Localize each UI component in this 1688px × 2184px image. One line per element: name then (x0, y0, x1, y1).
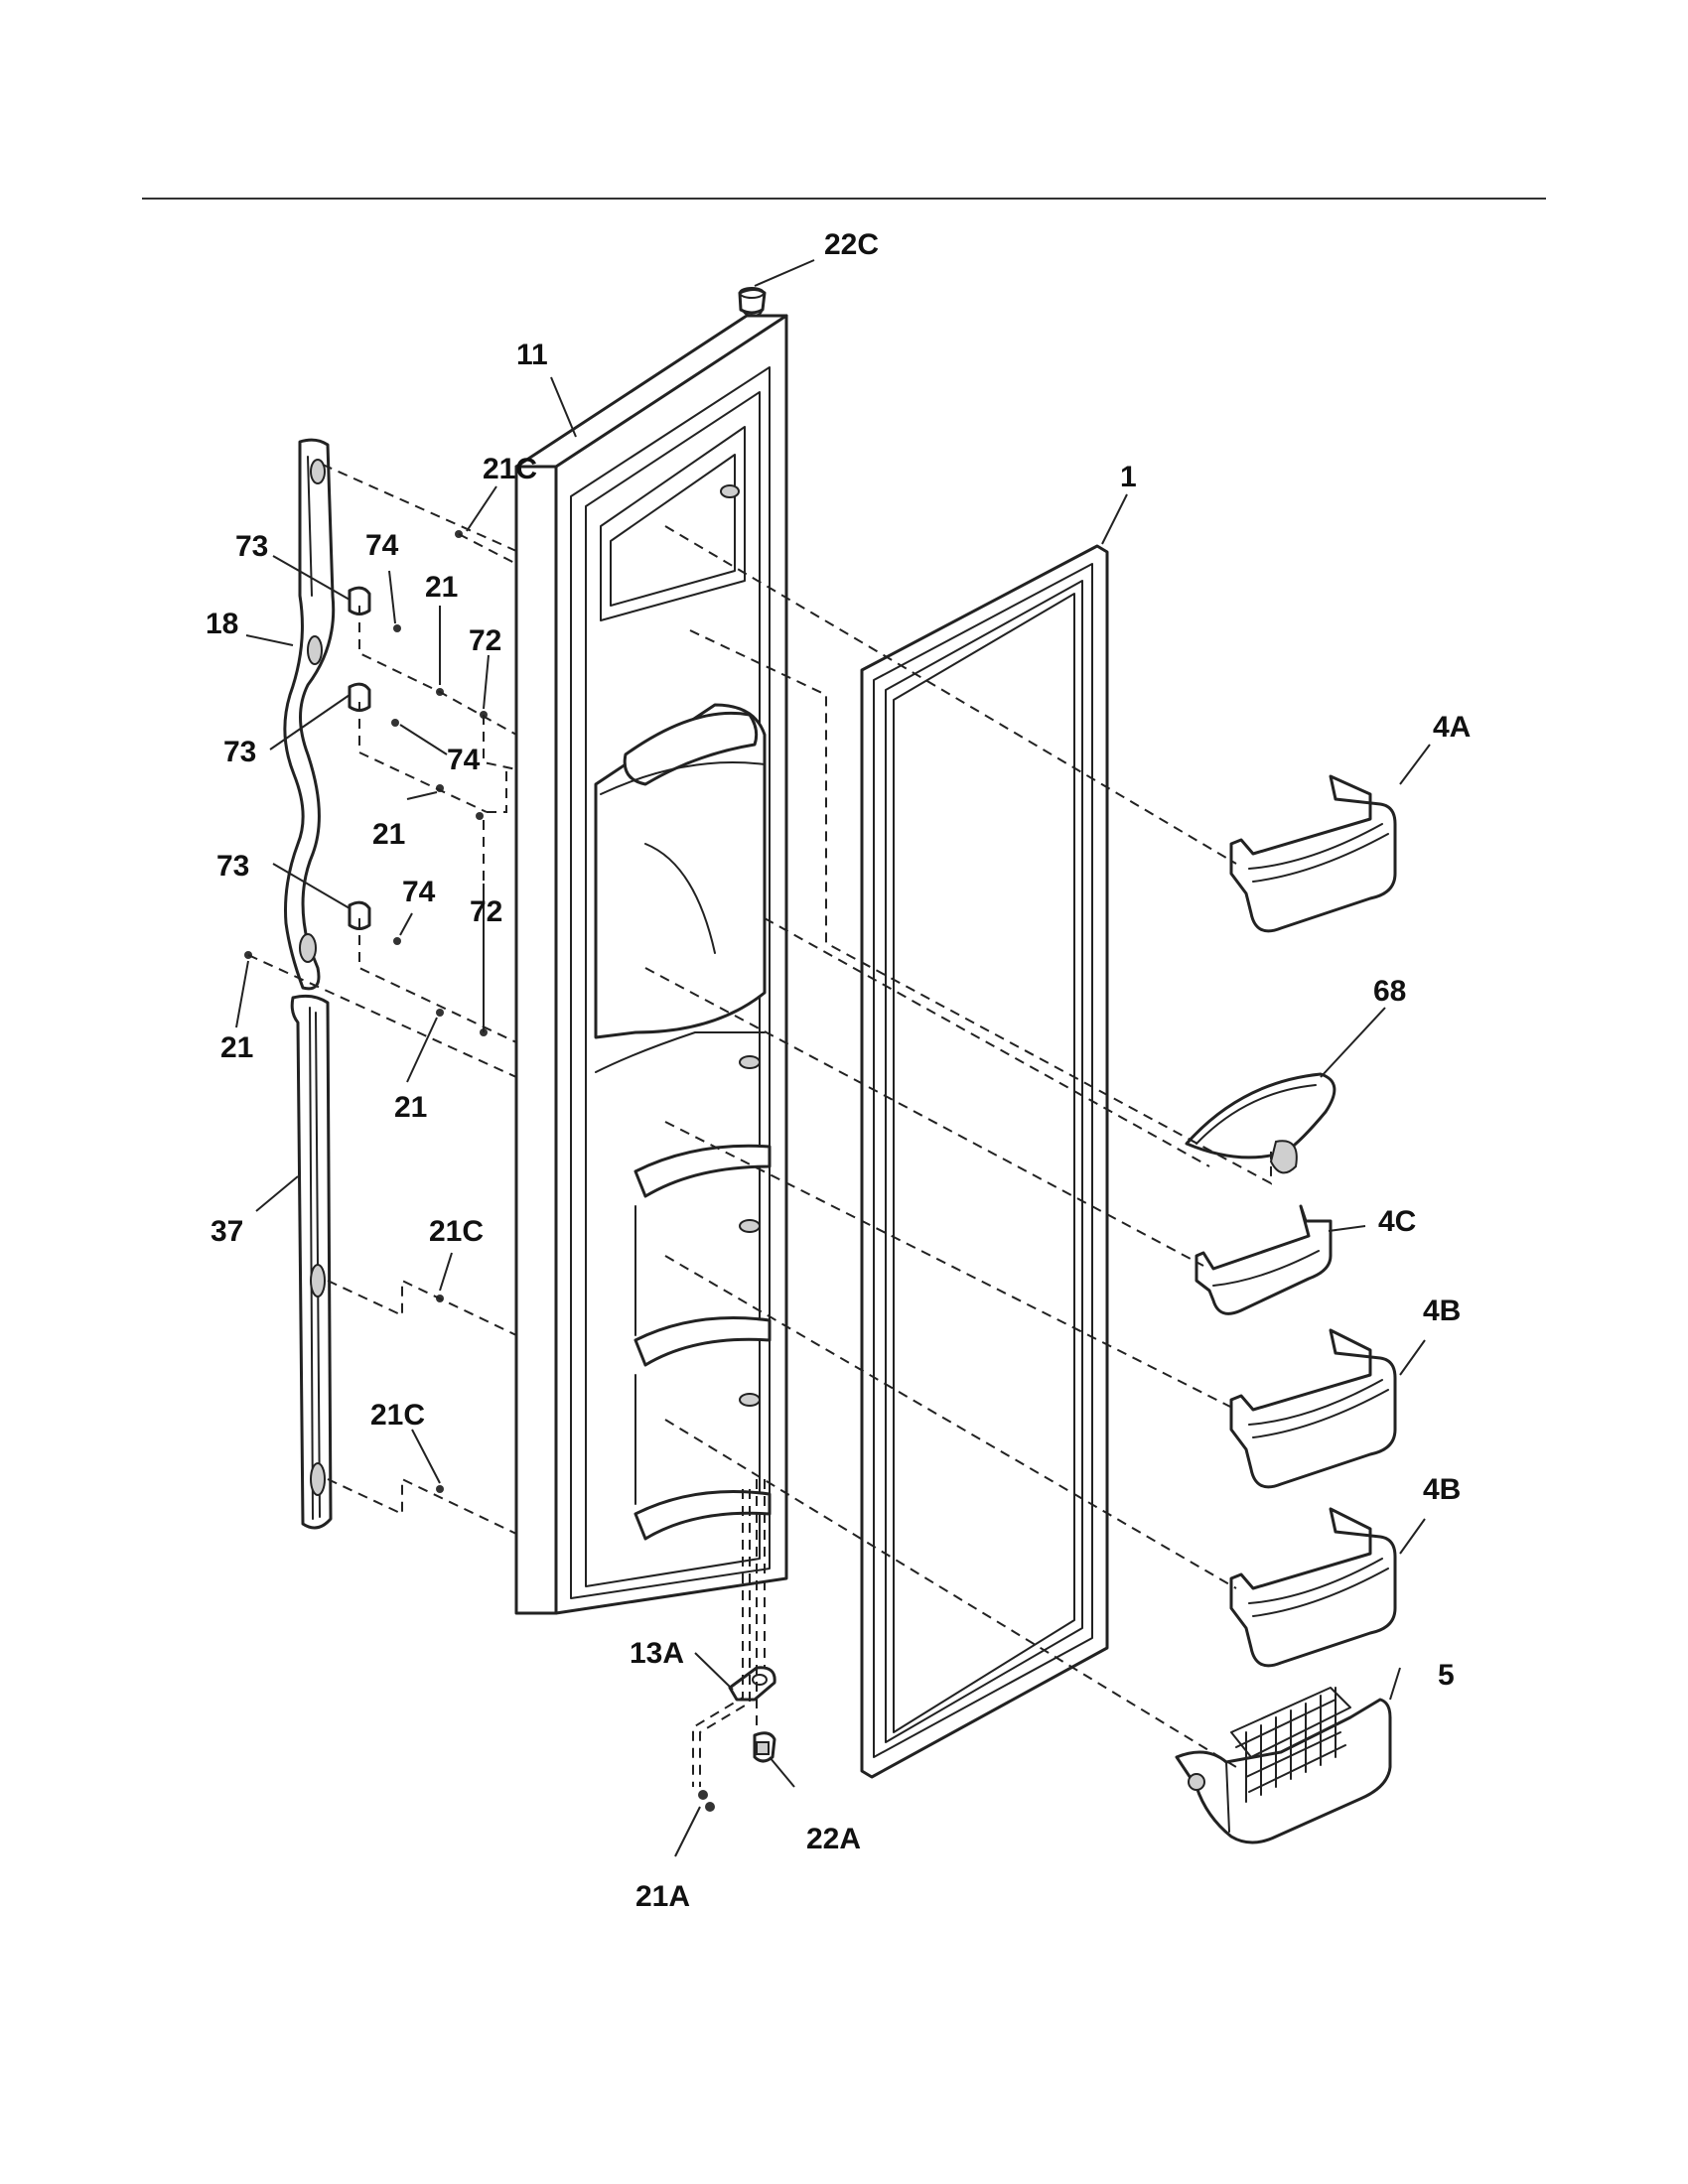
callout-73-a: 73 (235, 530, 268, 563)
leader-lines (235, 259, 1431, 1857)
door-bin-4b-upper (1229, 1328, 1397, 1489)
ice-chute-68 (1185, 1072, 1336, 1174)
callout-21c-top: 21C (483, 453, 537, 485)
bushing-22a (753, 1731, 776, 1763)
callout-21-a: 21 (425, 571, 458, 604)
callout-5: 5 (1438, 1659, 1455, 1692)
callout-21c-mid: 21C (429, 1215, 484, 1248)
top-hinge-plug-22c (738, 287, 767, 315)
callout-21-c: 21 (220, 1031, 253, 1064)
callout-21-d: 21 (394, 1091, 427, 1124)
door-bin-4b-lower (1229, 1507, 1397, 1668)
door-bin-4a (1229, 774, 1397, 933)
door-gasket (860, 544, 1109, 1779)
bottom-hinge-13a (728, 1666, 776, 1702)
callout-74-b: 74 (447, 744, 481, 776)
callout-72-b: 72 (470, 895, 502, 928)
callout-labels: 22C 11 21C 1 73 74 21 72 18 4A 73 74 21 … (206, 228, 1471, 1913)
callout-1: 1 (1120, 461, 1137, 493)
callout-4b-a: 4B (1423, 1295, 1461, 1327)
callout-11: 11 (516, 339, 548, 371)
callout-73-b: 73 (223, 736, 256, 768)
callout-72-a: 72 (469, 624, 501, 657)
assembly-lines (247, 464, 1272, 1787)
callout-74-c: 74 (402, 876, 436, 908)
callout-13a: 13A (630, 1637, 684, 1670)
callout-21c-bot: 21C (370, 1399, 425, 1432)
callout-22a: 22A (806, 1823, 861, 1855)
door-assembly (514, 305, 788, 1615)
callout-37: 37 (211, 1215, 243, 1248)
callout-74-a: 74 (365, 529, 399, 562)
callout-4a: 4A (1433, 711, 1471, 744)
door-bin-4c (1195, 1204, 1333, 1315)
callout-4c: 4C (1378, 1205, 1416, 1238)
handle-spacers (244, 530, 488, 1493)
handle-lower (290, 994, 333, 1530)
callout-21-b: 21 (372, 818, 405, 851)
callout-18: 18 (206, 608, 238, 640)
callout-4b-b: 4B (1423, 1473, 1461, 1506)
callout-73-c: 73 (216, 850, 249, 883)
callout-21a: 21A (635, 1880, 690, 1913)
screw-21a (698, 1790, 715, 1812)
callout-68: 68 (1373, 975, 1406, 1008)
callout-22c-top: 22C (824, 228, 879, 261)
handle-upper (283, 438, 336, 991)
wire-basket-5 (1175, 1687, 1392, 1844)
